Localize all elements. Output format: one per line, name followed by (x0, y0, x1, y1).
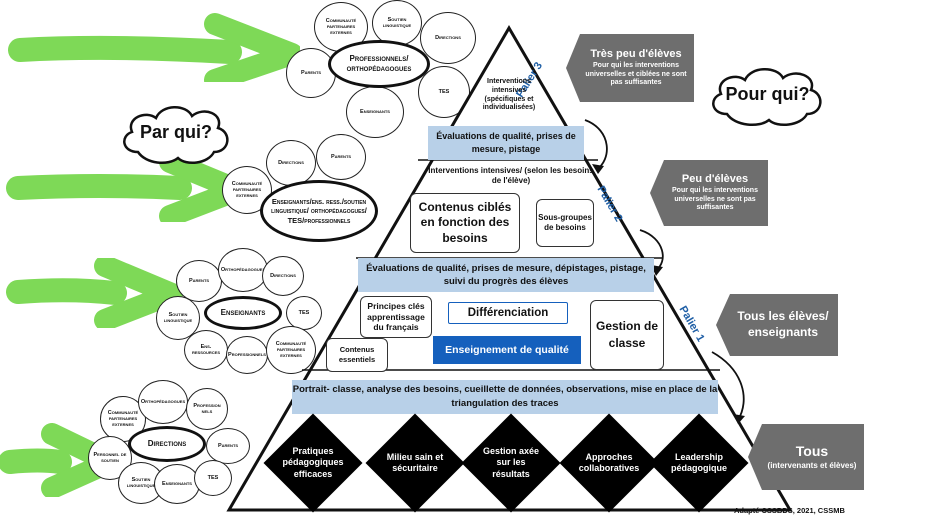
audience-2-desc: Pour qui les interventions universelles … (672, 186, 758, 212)
audience-arrow-2 (650, 160, 768, 226)
audience-4: Tous (intervenants et élèves) (762, 424, 862, 490)
pour-qui-label: Pour qui? (725, 84, 810, 104)
contenus-essentiels-box: Contenus essentiels (326, 338, 388, 372)
bubble-orthopedagogues: Orthopédagogues (138, 380, 188, 424)
foundation-text-3: Gestion axée sur les résultats (482, 446, 540, 479)
tier2-title: Interventions intensives/ (selon les bes… (428, 166, 594, 186)
audience-arrow-3 (716, 294, 838, 356)
bubble-directions: Directions (420, 12, 476, 64)
bubble-parents: Parents (176, 260, 222, 302)
audience-2: Peu d'élèves Pour qui les interventions … (664, 160, 766, 226)
foundation-text-4: Approches collaboratives (578, 451, 640, 473)
top-tier-text: Interventions intensives (spécifiques et… (482, 78, 536, 112)
bubble-orthopedagogues: Orthopédagogues (218, 248, 268, 292)
bubble-professionnels: Profession nels (186, 388, 228, 430)
principes-cles-box: Principes clés apprentissage du français (360, 296, 432, 338)
gestion-classe-box: Gestion de classe (590, 300, 664, 370)
bubble-enseignants: Enseignants (346, 86, 404, 138)
hub-enseignants: Enseignants (204, 296, 282, 330)
bubble-directions: Directions (266, 140, 316, 186)
enseignement-qualite-box: Enseignement de qualité (433, 336, 581, 364)
bubble-soutien: Soutien linguistique (372, 0, 422, 46)
par-qui-label: Par qui? (139, 122, 212, 142)
audience-arrow-1 (566, 34, 694, 102)
audience-arrow-4 (748, 424, 864, 490)
foundation-text-5: Leadership pédagogique (671, 451, 727, 473)
bubble-ens-ressources: Ens. ressources (184, 330, 228, 370)
band-palier-3: Évaluations de qualité, prises de mesure… (428, 126, 584, 160)
audience-1-desc: Pour qui les interventions universelles … (585, 61, 687, 87)
audience-3: Tous les élèves/ enseignants (730, 294, 836, 356)
contenus-cibles-box: Contenus ciblés en fonction des besoins (410, 193, 520, 253)
bubble-tes: TES (194, 460, 232, 496)
band-palier-1: Portrait- classe, analyse des besoins, c… (292, 380, 718, 414)
audience-4-title: Tous (795, 442, 829, 459)
cloud-par-qui (123, 106, 229, 165)
bubble-parents: Parents (286, 48, 336, 98)
bubble-communaute: Communauté partenaires externes (222, 166, 272, 214)
bubble-parents: Parents (316, 134, 366, 180)
audience-3-title: Tous les élèves/ enseignants (737, 309, 829, 339)
sous-groupes-box: Sous-groupes de besoins (536, 199, 594, 247)
audience-4-desc: (intervenants et élèves) (767, 460, 857, 470)
hub-professionnels: Professionnels/ orthopédagogues (328, 40, 430, 88)
bubble-directions: Directions (262, 256, 304, 296)
cloud-pour-qui (712, 68, 822, 127)
audience-2-title: Peu d'élèves (681, 172, 749, 185)
differenciation-box: Différenciation (448, 302, 568, 324)
bubble-communaute: Communauté partenaires externes (266, 326, 316, 374)
arrow-3-icon (6, 258, 183, 328)
bubble-parents: Parents (206, 428, 250, 464)
hub-enseignants-ens-ress: Enseignants/ens. ress./soutien linguisti… (260, 180, 378, 242)
band-palier-2: Évaluations de qualité, prises de mesure… (358, 258, 654, 292)
arrow-1-icon (8, 13, 300, 82)
audience-1: Très peu d'élèves Pour qui les intervent… (580, 34, 692, 102)
audience-1-title: Très peu d'élèves (590, 47, 682, 60)
foundation-text-1: Pratiques pédagogiques efficaces (282, 446, 344, 479)
hub-directions: Directions (128, 426, 206, 462)
foundation-text-2: Milieu sain et sécuritaire (386, 451, 444, 473)
credit-text: Adapté CSSBDS, 2021, CSSMB (734, 506, 845, 515)
